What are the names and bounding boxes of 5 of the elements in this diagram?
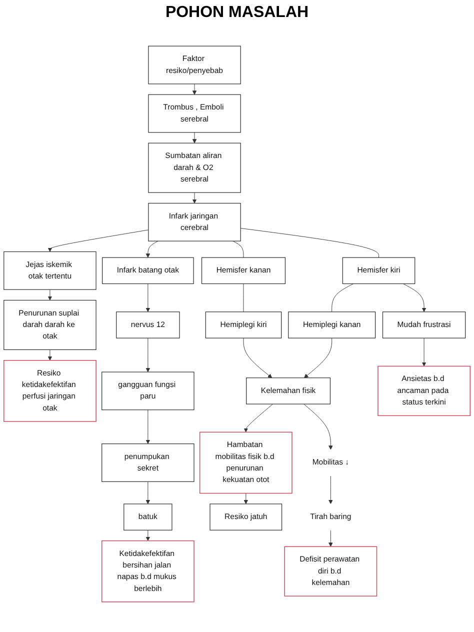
connector (240, 228, 379, 258)
diagram-title: POHON MASALAH (165, 4, 309, 22)
connector (243, 284, 244, 312)
connector (232, 240, 244, 258)
connector (332, 284, 354, 312)
